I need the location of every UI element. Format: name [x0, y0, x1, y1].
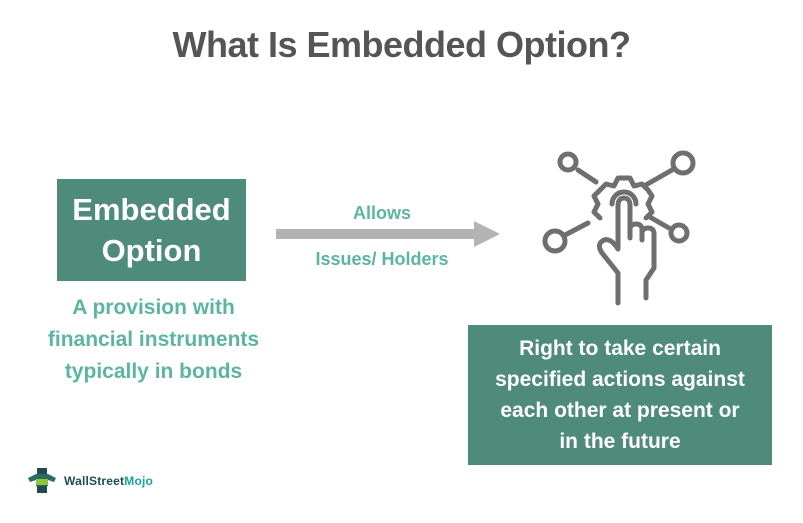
box-line: Option [101, 233, 202, 268]
right-arrow-icon [276, 221, 500, 247]
logo-text-mojo: Mojo [124, 474, 154, 488]
description-line: typically in bonds [64, 360, 243, 383]
wallstreetmojo-logo: WallStreetMojo [26, 468, 153, 494]
box-line: Embedded [72, 192, 231, 227]
right-description-box: Right to take certain specified actions … [468, 325, 772, 465]
hand-touch-gear-network-icon [542, 150, 696, 306]
description-line: financial instruments [47, 328, 260, 351]
arrow-label-top: Allows [352, 203, 411, 223]
page-title: What Is Embedded Option? [172, 24, 632, 65]
box-line: each other at present or [500, 399, 740, 422]
box-line: in the future [559, 430, 681, 453]
arrow-label-bottom: Issues/ Holders [315, 249, 449, 269]
box-line: specified actions against [495, 368, 745, 391]
box-line: Right to take certain [519, 337, 721, 360]
mascot-icon [28, 468, 56, 493]
logo-text-wallstreet: WallStreet [64, 474, 125, 488]
left-description: A provision with financial instruments t… [20, 292, 287, 388]
description-line: A provision with [72, 296, 235, 319]
embedded-option-box: Embedded Option [57, 179, 246, 281]
